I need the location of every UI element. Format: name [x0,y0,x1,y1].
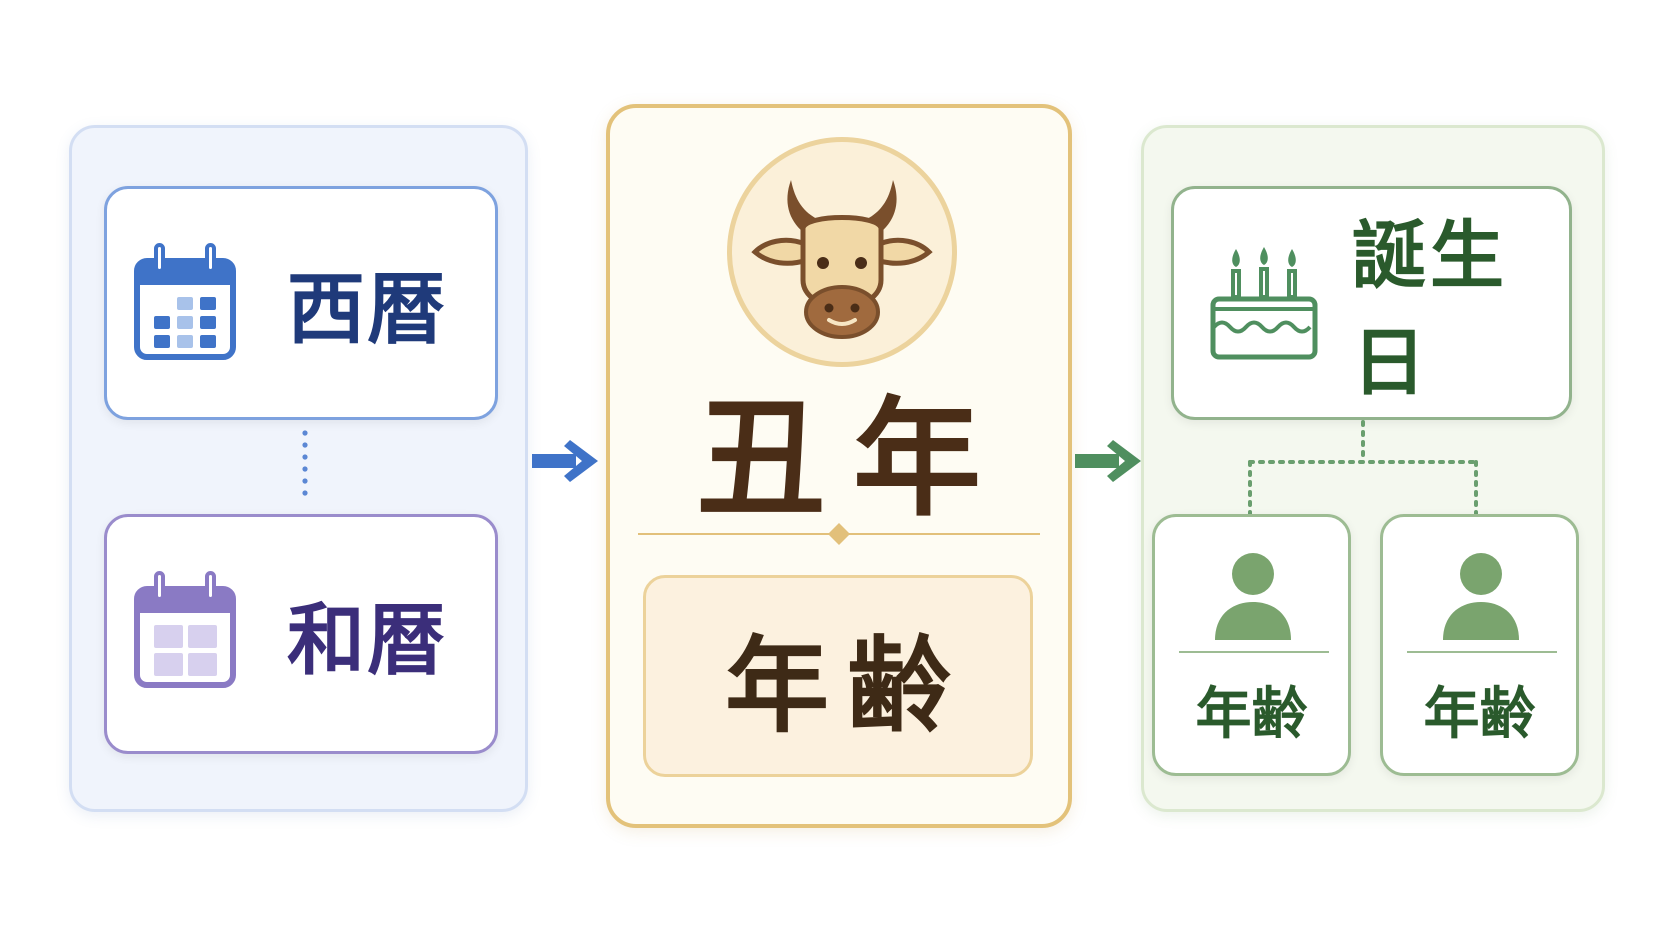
seireki-card: 西暦 [104,186,498,420]
divider [1179,651,1329,653]
calendar-icon [134,571,236,688]
birthday-label: 誕生日 [1352,213,1508,406]
person-icon [1443,553,1519,640]
divider [1407,651,1557,653]
eto-title: 丑年 [696,383,1009,534]
calendar-icon [134,243,236,360]
ornament-divider [638,523,1040,545]
branch-connector [1248,420,1478,516]
wareki-card: 和暦 [104,514,498,754]
person-icon [1215,553,1291,640]
seireki-label: 西暦 [287,265,448,355]
arrow-right-icon [1075,440,1141,482]
age-label: 年齢 [724,623,969,747]
age-label: 年齢 [1195,681,1308,747]
dotted-connector [302,430,308,496]
birthday-cake-icon [1210,247,1318,360]
birthday-card: 誕生日 [1171,186,1572,420]
wareki-label: 和暦 [287,596,448,686]
ox-icon [751,180,933,339]
person-card: 年齢 [1152,514,1351,776]
arrow-right-icon [532,440,598,482]
person-card: 年齢 [1380,514,1579,776]
age-box: 年齢 [643,575,1033,777]
age-label: 年齢 [1423,681,1536,747]
